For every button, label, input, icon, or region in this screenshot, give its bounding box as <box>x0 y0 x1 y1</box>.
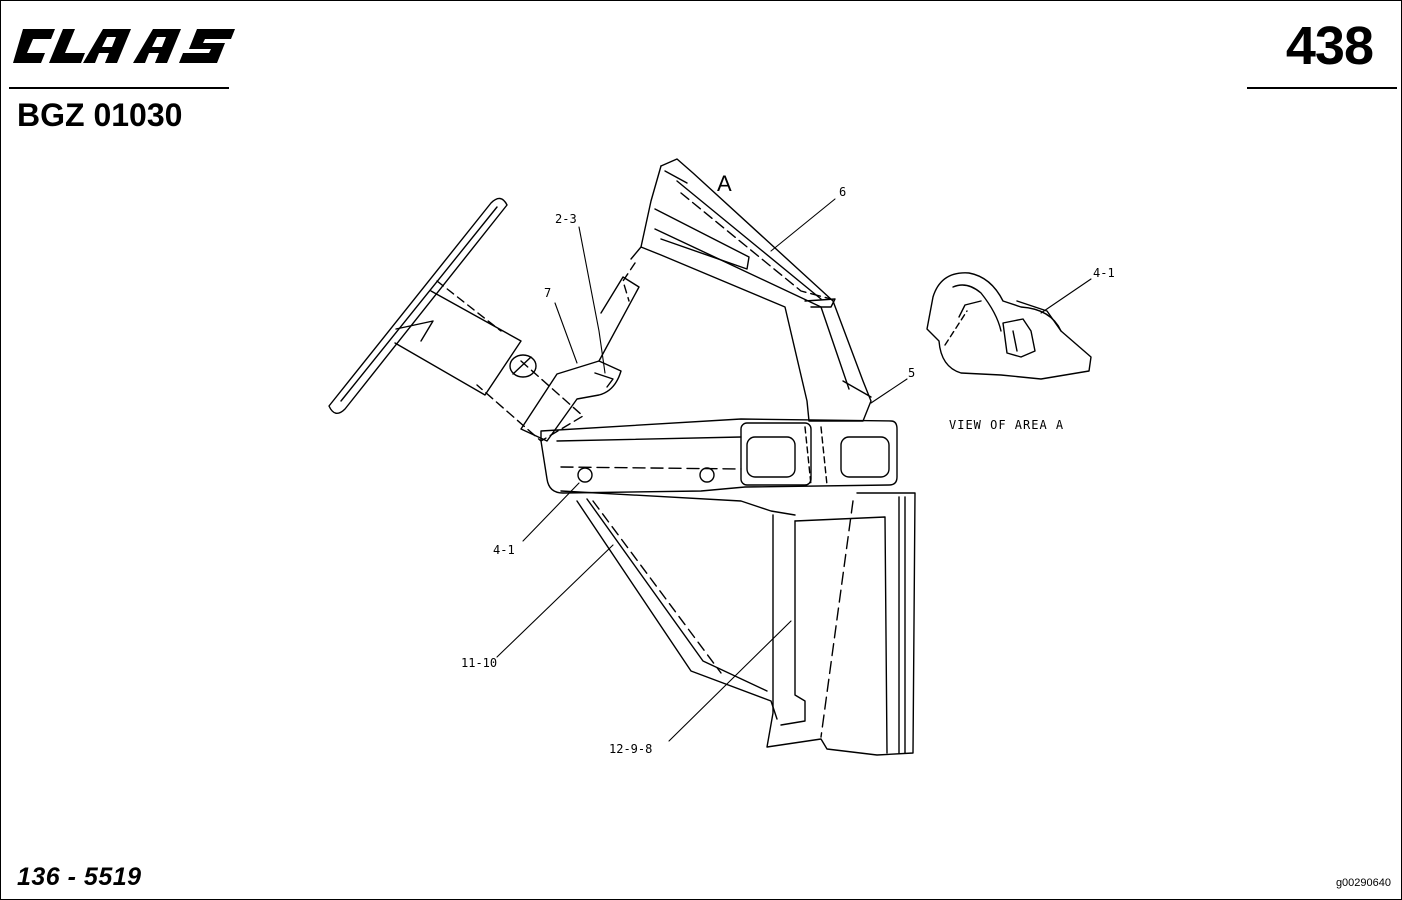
callout-4-1-detail: 4-1 <box>1093 266 1115 280</box>
header-rule-right <box>1247 87 1397 89</box>
detail-view-a-illustration <box>926 272 1092 380</box>
group-code: BGZ 01030 <box>17 97 183 133</box>
callout-7: 7 <box>544 286 551 300</box>
upper-frame-illustration <box>622 158 872 422</box>
callout-5: 5 <box>908 366 915 380</box>
callout-leaders <box>496 198 1092 742</box>
callout-6: 6 <box>839 185 846 199</box>
callout-4-1-main: 4-1 <box>493 543 515 557</box>
area-a-marker: A <box>717 171 732 196</box>
image-id: g00290640 <box>1335 877 1391 889</box>
steering-wheel-illustration <box>328 197 584 442</box>
header-rule-left <box>9 87 229 89</box>
page-number: 438 <box>1285 16 1374 76</box>
vertical-post-illustration <box>766 492 916 756</box>
view-of-area-a-label: VIEW OF AREA A <box>949 418 1064 432</box>
callout-11-10: 11-10 <box>461 656 497 670</box>
callout-12-9-8: 12-9-8 <box>609 742 652 756</box>
lower-brace-illustration <box>576 498 778 720</box>
callout-2-3: 2-3 <box>555 212 577 226</box>
crossmember-illustration <box>540 418 898 516</box>
claas-logo <box>11 23 237 72</box>
document-number: 136 - 5519 <box>17 863 142 891</box>
column-support-illustration <box>520 276 640 442</box>
